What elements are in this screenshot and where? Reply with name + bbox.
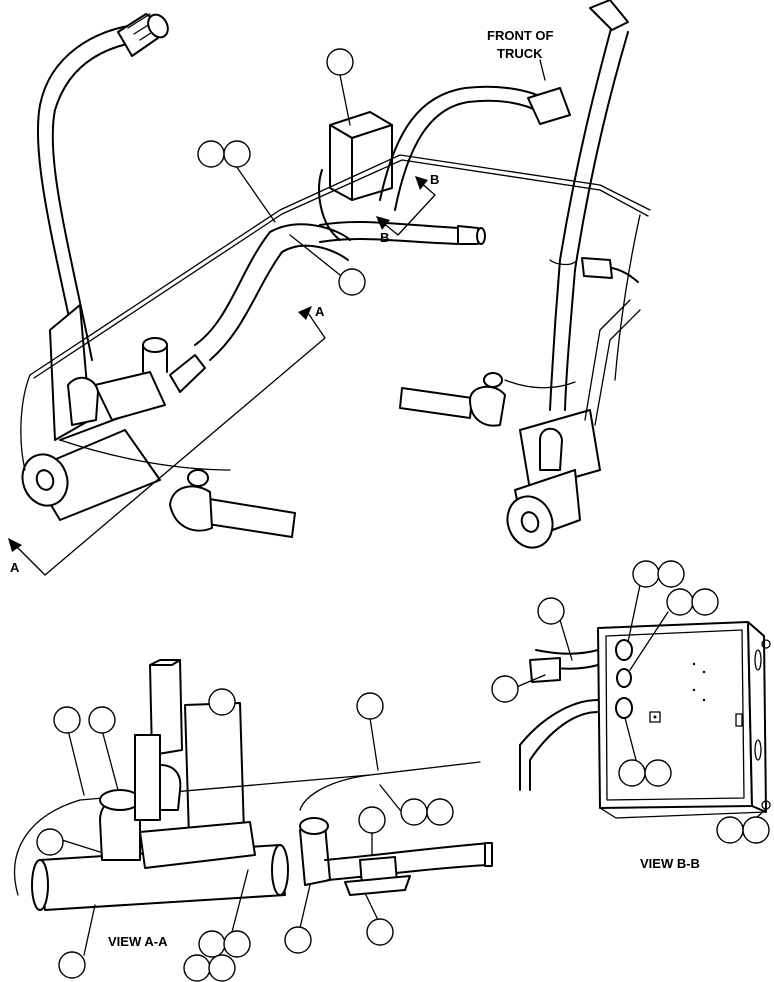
callout-bubble — [223, 930, 251, 958]
callout-bubble — [338, 268, 366, 296]
center-horizontal-hose — [319, 221, 486, 245]
callout-bubble — [197, 140, 225, 168]
section-label-b-top: B — [430, 172, 439, 187]
callout-bubble — [284, 926, 312, 954]
callouts-main — [197, 48, 366, 296]
front-of-truck-label-line2: TRUCK — [497, 46, 543, 61]
section-label-a-bottom: A — [10, 560, 20, 575]
callout-bubble — [358, 806, 386, 834]
upper-hose-loop — [379, 85, 571, 211]
callouts-view-a — [36, 688, 454, 982]
callout-bubble — [223, 140, 251, 168]
view-b-b-label: VIEW B-B — [640, 856, 700, 871]
section-arrow-a: A A — [8, 304, 326, 576]
right-side-fitting — [581, 257, 639, 283]
lower-left-pipe — [169, 469, 296, 538]
section-label-b-bottom: B — [380, 230, 389, 245]
callout-bubble — [198, 930, 226, 958]
cable-harness — [20, 154, 651, 471]
section-arrow-b: B B — [376, 172, 439, 245]
callout-bubble — [426, 798, 454, 826]
right-vertical-hose — [549, 0, 629, 411]
callout-bubble — [53, 706, 81, 734]
callout-bubble — [537, 597, 565, 625]
callout-bubble — [491, 675, 519, 703]
view-a-a: VIEW A-A — [13, 659, 493, 982]
section-label-a-top: A — [315, 304, 325, 319]
left-cylinder — [21, 409, 161, 521]
view-b-b: VIEW B-B — [491, 560, 771, 871]
callout-bubble — [400, 798, 428, 826]
junction-box — [318, 111, 393, 241]
callout-bubble — [657, 560, 685, 588]
callouts-view-b — [491, 560, 770, 844]
left-vertical-hose — [36, 13, 169, 371]
right-cylinder — [506, 299, 641, 549]
callout-bubble — [208, 688, 236, 716]
right-middle-pipe — [399, 372, 576, 427]
port-top — [615, 639, 633, 661]
main-assembly-view: A A B B FRONT OF TRUCK — [8, 0, 651, 576]
callout-bubble — [644, 759, 672, 787]
callout-bubble — [58, 951, 86, 979]
callout-bubble — [742, 816, 770, 844]
left-mounting-plate — [49, 304, 206, 441]
callout-bubble — [666, 588, 694, 616]
callout-bubble — [366, 918, 394, 946]
callout-bubble — [88, 706, 116, 734]
callout-bubble — [326, 48, 354, 76]
callout-bubble — [183, 954, 211, 982]
center-curved-hose — [194, 223, 351, 361]
front-of-truck-label-line1: FRONT OF — [487, 28, 553, 43]
callout-bubble — [356, 692, 384, 720]
port-middle — [616, 668, 632, 688]
callout-bubble — [716, 816, 744, 844]
callout-bubble — [691, 588, 719, 616]
port-bottom — [615, 697, 633, 719]
callout-bubble — [36, 828, 64, 856]
view-a-a-label: VIEW A-A — [108, 934, 168, 949]
callout-bubble — [632, 560, 660, 588]
callout-bubble — [208, 954, 236, 982]
callout-bubble — [618, 759, 646, 787]
